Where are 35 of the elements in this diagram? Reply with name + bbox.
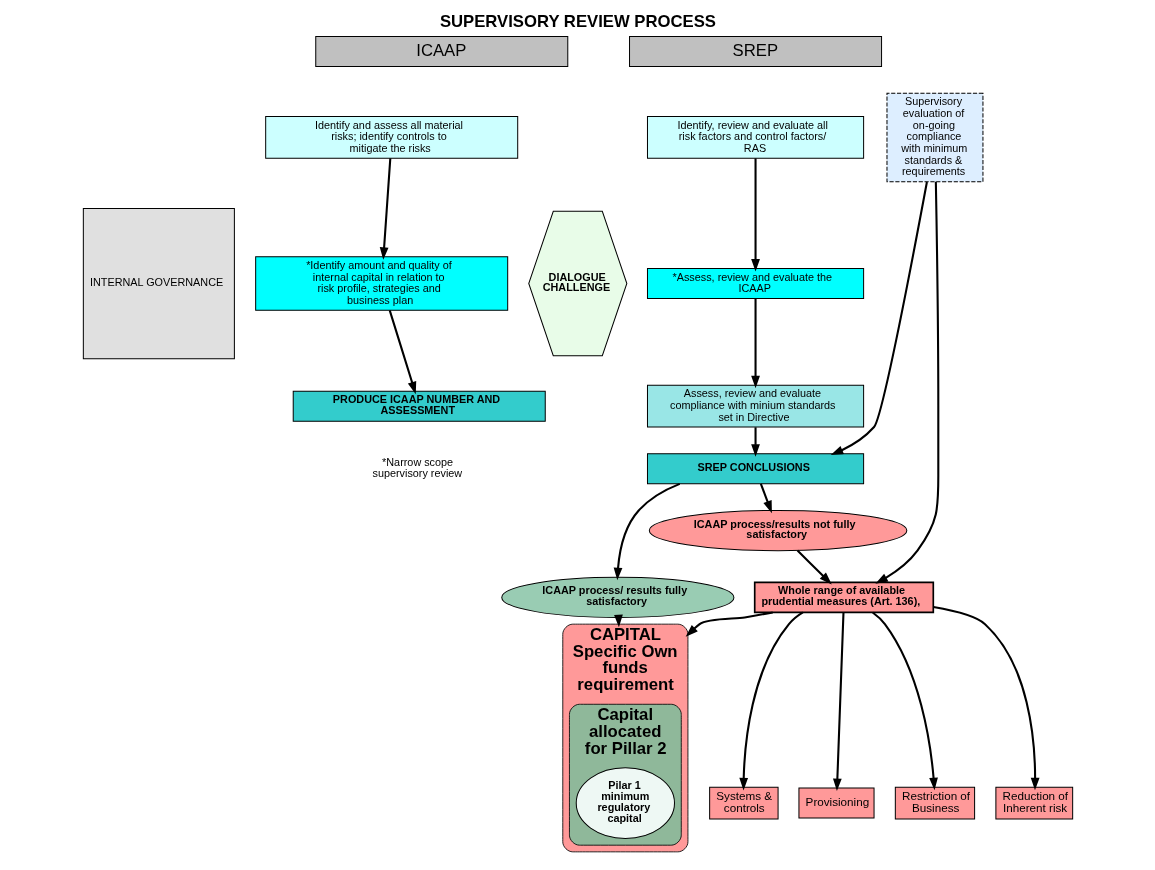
arrow xyxy=(796,549,832,585)
arrow xyxy=(871,611,938,791)
node-box: Identify and assess all material risks; identify controls to mitigate the risks xyxy=(264,116,518,159)
arrow xyxy=(750,298,760,389)
diagram-title: SUPERVISORY REVIEW PROCESS xyxy=(439,12,716,32)
node-box: Assess, review and evaluate compliance with minium standards set in Directive xyxy=(646,384,864,428)
arrow xyxy=(750,158,760,272)
node-box: Restriction of Business xyxy=(894,786,975,820)
arrow xyxy=(832,612,845,792)
node-box: ICAAP xyxy=(314,36,568,68)
node-ellipse: ICAAP process/results not fully satisfactory xyxy=(648,510,907,552)
arrow xyxy=(750,427,760,457)
label: *Narrow scope supervisory review xyxy=(372,455,462,480)
node-box: *Assess, review and evaluate the ICAAP xyxy=(646,268,864,300)
node-box: Reduction of Inherent risk xyxy=(994,786,1073,820)
arrow xyxy=(685,611,773,637)
arrow xyxy=(874,181,939,584)
node-box: INTERNAL GOVERNANCE xyxy=(82,207,235,360)
node-box: Systems & controls xyxy=(708,786,779,820)
node-box: Identify, review and evaluate all risk factors and control factors/ RAS xyxy=(646,116,864,159)
node-box: SREP xyxy=(628,36,882,68)
node-box: SREP CONCLUSIONS xyxy=(646,453,864,485)
node-box: Whole range of available prudential measures (Art. 136), xyxy=(753,581,934,614)
arrow xyxy=(738,611,803,791)
node-box: Provisioning xyxy=(797,787,875,819)
arrow xyxy=(759,483,772,514)
node-ellipse: Pilar 1 minimum regulatory capital xyxy=(575,767,675,839)
node-box: PRODUCE ICAAP NUMBER AND ASSESSMENT xyxy=(292,390,546,422)
arrow xyxy=(932,606,1040,791)
arrow xyxy=(830,181,928,455)
arrow xyxy=(379,158,391,260)
arrow xyxy=(388,310,416,395)
node-box: Supervisory evaluation of on-going compliance with minimum standards & requirements xyxy=(886,92,983,183)
node-box: *Identify amount and quality of internal capital in relation to risk profile, strategies and business plan xyxy=(254,256,508,311)
arrow xyxy=(613,482,680,581)
